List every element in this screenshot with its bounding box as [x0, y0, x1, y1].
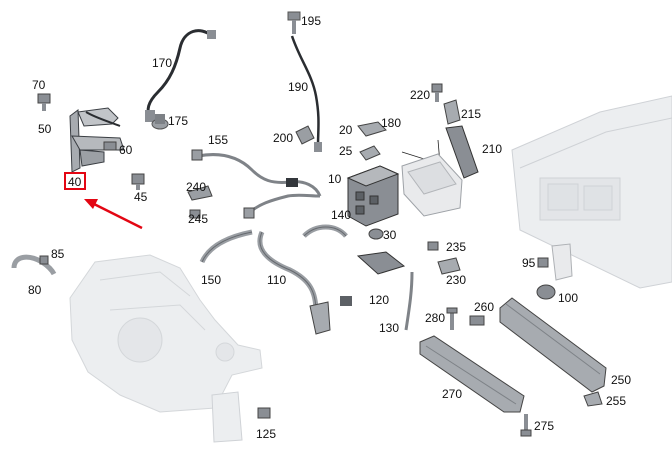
bracket-210 [445, 125, 479, 179]
bracket-240 [187, 185, 213, 201]
callout-25[interactable]: 25 [339, 144, 353, 158]
clip-255 [583, 391, 603, 407]
control-unit-top [407, 161, 457, 195]
callout-280[interactable]: 280 [425, 311, 446, 325]
callout-110[interactable]: 110 [267, 273, 287, 287]
callout-85[interactable]: 85 [51, 247, 65, 261]
bolt-235 [427, 241, 439, 251]
callout-200[interactable]: 200 [273, 131, 294, 145]
callout-40[interactable]: 40 [68, 175, 82, 189]
hose-150-edge [201, 231, 253, 263]
callout-125[interactable]: 125 [256, 427, 277, 441]
callout-130[interactable]: 130 [379, 321, 400, 335]
callout-50[interactable]: 50 [38, 122, 52, 136]
bolt-95 [537, 257, 549, 268]
rail-250 [499, 297, 607, 393]
plate-20 [357, 121, 387, 137]
callout-100[interactable]: 100 [558, 291, 579, 305]
cable-155 [197, 153, 322, 197]
hose-140-edge [303, 226, 347, 237]
callout-70[interactable]: 70 [32, 78, 46, 92]
clip-25 [359, 145, 381, 161]
callout-170[interactable]: 170 [152, 56, 173, 70]
highlight-arrow [84, 199, 143, 230]
callout-235[interactable]: 235 [446, 240, 467, 254]
callout-10[interactable]: 10 [328, 172, 342, 186]
grommet-100 [536, 284, 556, 300]
cable-155-b [246, 193, 321, 216]
callout-180[interactable]: 180 [381, 116, 402, 130]
cable-170 [146, 29, 213, 119]
callout-20[interactable]: 20 [339, 123, 353, 137]
valve-block-10 [346, 165, 400, 227]
part-175 [151, 114, 169, 130]
callout-215[interactable]: 215 [461, 107, 482, 121]
bolt-70 [37, 93, 51, 111]
callout-45[interactable]: 45 [134, 190, 148, 204]
clip-85 [39, 255, 49, 265]
part-30 [368, 228, 384, 240]
callout-220[interactable]: 220 [410, 88, 431, 102]
callout-190[interactable]: 190 [288, 80, 309, 94]
bracket-110 [309, 301, 331, 335]
bolt-260 [469, 315, 485, 326]
callout-30[interactable]: 30 [383, 228, 397, 242]
rail-250-edge [505, 303, 601, 375]
hose-110-edge [259, 231, 317, 313]
rail-270-edge [425, 345, 517, 405]
cable-130 [404, 271, 414, 331]
bracket-215 [443, 99, 461, 125]
bolt-195 [287, 11, 301, 34]
callout-245[interactable]: 245 [188, 212, 209, 226]
callout-270[interactable]: 270 [442, 387, 463, 401]
connector-110 [340, 296, 352, 306]
bracket-230 [437, 257, 461, 275]
callout-155[interactable]: 155 [208, 133, 229, 147]
bracket-125 [211, 391, 243, 443]
callout-230[interactable]: 230 [446, 273, 467, 287]
hose-110 [257, 230, 319, 313]
hose-150 [199, 229, 253, 264]
part-200 [295, 125, 315, 145]
cable-190 [290, 35, 320, 147]
selected-callout-box [64, 172, 86, 190]
callout-275[interactable]: 275 [534, 419, 555, 433]
bolt-275 [520, 414, 532, 437]
bracket-95 [551, 243, 573, 281]
callout-250[interactable]: 250 [611, 373, 632, 387]
bolt-125 [257, 407, 271, 419]
bolt-220 [431, 83, 443, 102]
callout-175[interactable]: 175 [168, 114, 189, 128]
callout-150[interactable]: 150 [201, 273, 222, 287]
bracket-120 [356, 251, 406, 275]
callout-240[interactable]: 240 [186, 180, 207, 194]
callout-120[interactable]: 120 [369, 293, 390, 307]
bolt-280 [446, 307, 458, 330]
callout-210[interactable]: 210 [482, 142, 503, 156]
callout-60[interactable]: 60 [119, 143, 133, 157]
rail-270 [419, 335, 525, 413]
bracket-40 [69, 107, 125, 173]
callout-260[interactable]: 260 [474, 300, 495, 314]
callout-140[interactable]: 140 [331, 208, 352, 222]
callout-80[interactable]: 80 [28, 283, 42, 297]
callout-95[interactable]: 95 [522, 256, 536, 270]
nut-245 [189, 209, 201, 219]
bolt-45 [131, 173, 145, 190]
callout-195[interactable]: 195 [301, 14, 322, 28]
ghost-engine [69, 254, 263, 413]
callout-255[interactable]: 255 [606, 394, 627, 408]
ghost-battery-platform [511, 95, 672, 289]
bolt-60 [103, 141, 117, 151]
